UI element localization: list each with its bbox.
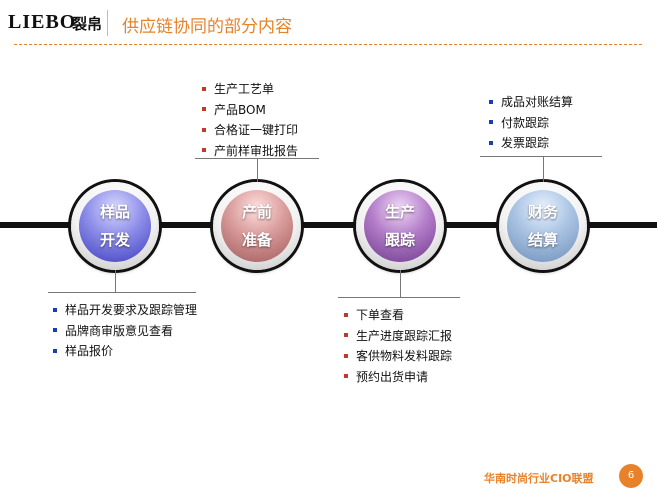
callout-connector xyxy=(400,270,401,297)
node-label-line2: 开发 xyxy=(99,231,130,249)
list-item: 付款跟踪 xyxy=(489,113,573,134)
callout-finance: 成品对账结算 付款跟踪 发票跟踪 xyxy=(489,92,573,154)
page-number-badge: 6 xyxy=(619,464,643,488)
list-item: 品牌商审版意见查看 xyxy=(53,321,197,342)
node-label-line2: 准备 xyxy=(241,231,272,249)
callout-connector xyxy=(115,270,116,292)
list-item: 样品开发要求及跟踪管理 xyxy=(53,300,197,321)
callout-connector xyxy=(543,156,544,182)
node-sample-development: 样品 开发 xyxy=(71,182,159,270)
logo-text: LIEBO xyxy=(8,11,77,33)
callout-production-tracking: 下单查看 生产进度跟踪汇报 客供物料发料跟踪 预约出货申请 xyxy=(344,305,452,387)
callout-sample-development: 样品开发要求及跟踪管理 品牌商审版意见查看 样品报价 xyxy=(53,300,197,362)
list-item: 发票跟踪 xyxy=(489,133,573,154)
node-finance-settlement: 财务 结算 xyxy=(499,182,587,270)
callout-overline xyxy=(338,297,460,298)
list-item: 预约出货申请 xyxy=(344,367,452,388)
node-label-line2: 跟踪 xyxy=(384,231,415,249)
footer-organization: 华南时尚行业CIO联盟 xyxy=(484,472,594,485)
header-rule xyxy=(14,44,642,45)
logo-chinese: 裂帛 xyxy=(72,15,103,33)
node-label-line1: 财务 xyxy=(527,203,558,221)
callout-overline xyxy=(48,292,196,293)
list-item: 下单查看 xyxy=(344,305,452,326)
list-item: 生产工艺单 xyxy=(202,79,298,100)
list-item: 样品报价 xyxy=(53,341,197,362)
callout-connector xyxy=(257,158,258,182)
node-production-tracking: 生产 跟踪 xyxy=(356,182,444,270)
callout-underline xyxy=(480,156,602,157)
node-label-line1: 样品 xyxy=(99,203,130,221)
node-label-line2: 结算 xyxy=(527,231,558,249)
node-label-line1: 产前 xyxy=(241,203,272,221)
list-item: 产品BOM xyxy=(202,100,298,121)
list-item: 生产进度跟踪汇报 xyxy=(344,326,452,347)
timeline-bar xyxy=(0,222,657,228)
list-item: 成品对账结算 xyxy=(489,92,573,113)
page-title: 供应链协同的部分内容 xyxy=(122,17,292,37)
list-item: 产前样审批报告 xyxy=(202,141,298,162)
list-item: 客供物料发料跟踪 xyxy=(344,346,452,367)
node-pre-production: 产前 准备 xyxy=(213,182,301,270)
list-item: 合格证一键打印 xyxy=(202,120,298,141)
callout-pre-production: 生产工艺单 产品BOM 合格证一键打印 产前样审批报告 xyxy=(202,79,298,161)
node-label-line1: 生产 xyxy=(384,203,415,221)
header-divider xyxy=(107,10,108,36)
